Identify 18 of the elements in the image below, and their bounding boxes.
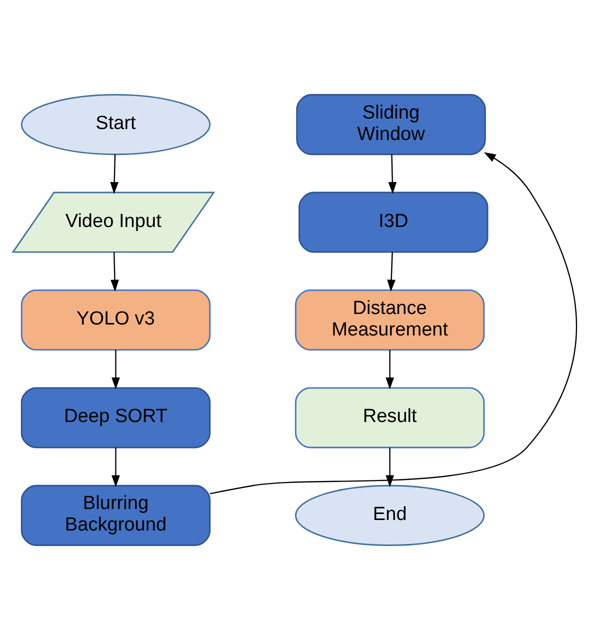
arrow bbox=[386, 349, 394, 389]
arrow bbox=[387, 252, 396, 292]
node-box: YOLO v3 bbox=[20, 289, 211, 350]
arrow bbox=[112, 447, 120, 487]
node-box: Distance Measurement bbox=[294, 289, 485, 350]
arrow bbox=[112, 349, 120, 389]
node-ellipse: Start bbox=[20, 94, 211, 155]
arrow bbox=[210, 152, 577, 494]
arrow bbox=[386, 447, 394, 487]
node-ellipse: End bbox=[294, 484, 485, 546]
arrow bbox=[110, 252, 119, 292]
node-box: Sliding Window bbox=[296, 94, 486, 155]
node-box: Blurring Background bbox=[20, 484, 211, 546]
node-box: Deep SORT bbox=[20, 386, 211, 448]
arrow bbox=[110, 154, 119, 194]
node-box: Result bbox=[294, 386, 485, 448]
node-box: I3D bbox=[298, 191, 488, 252]
arrow bbox=[388, 154, 397, 194]
